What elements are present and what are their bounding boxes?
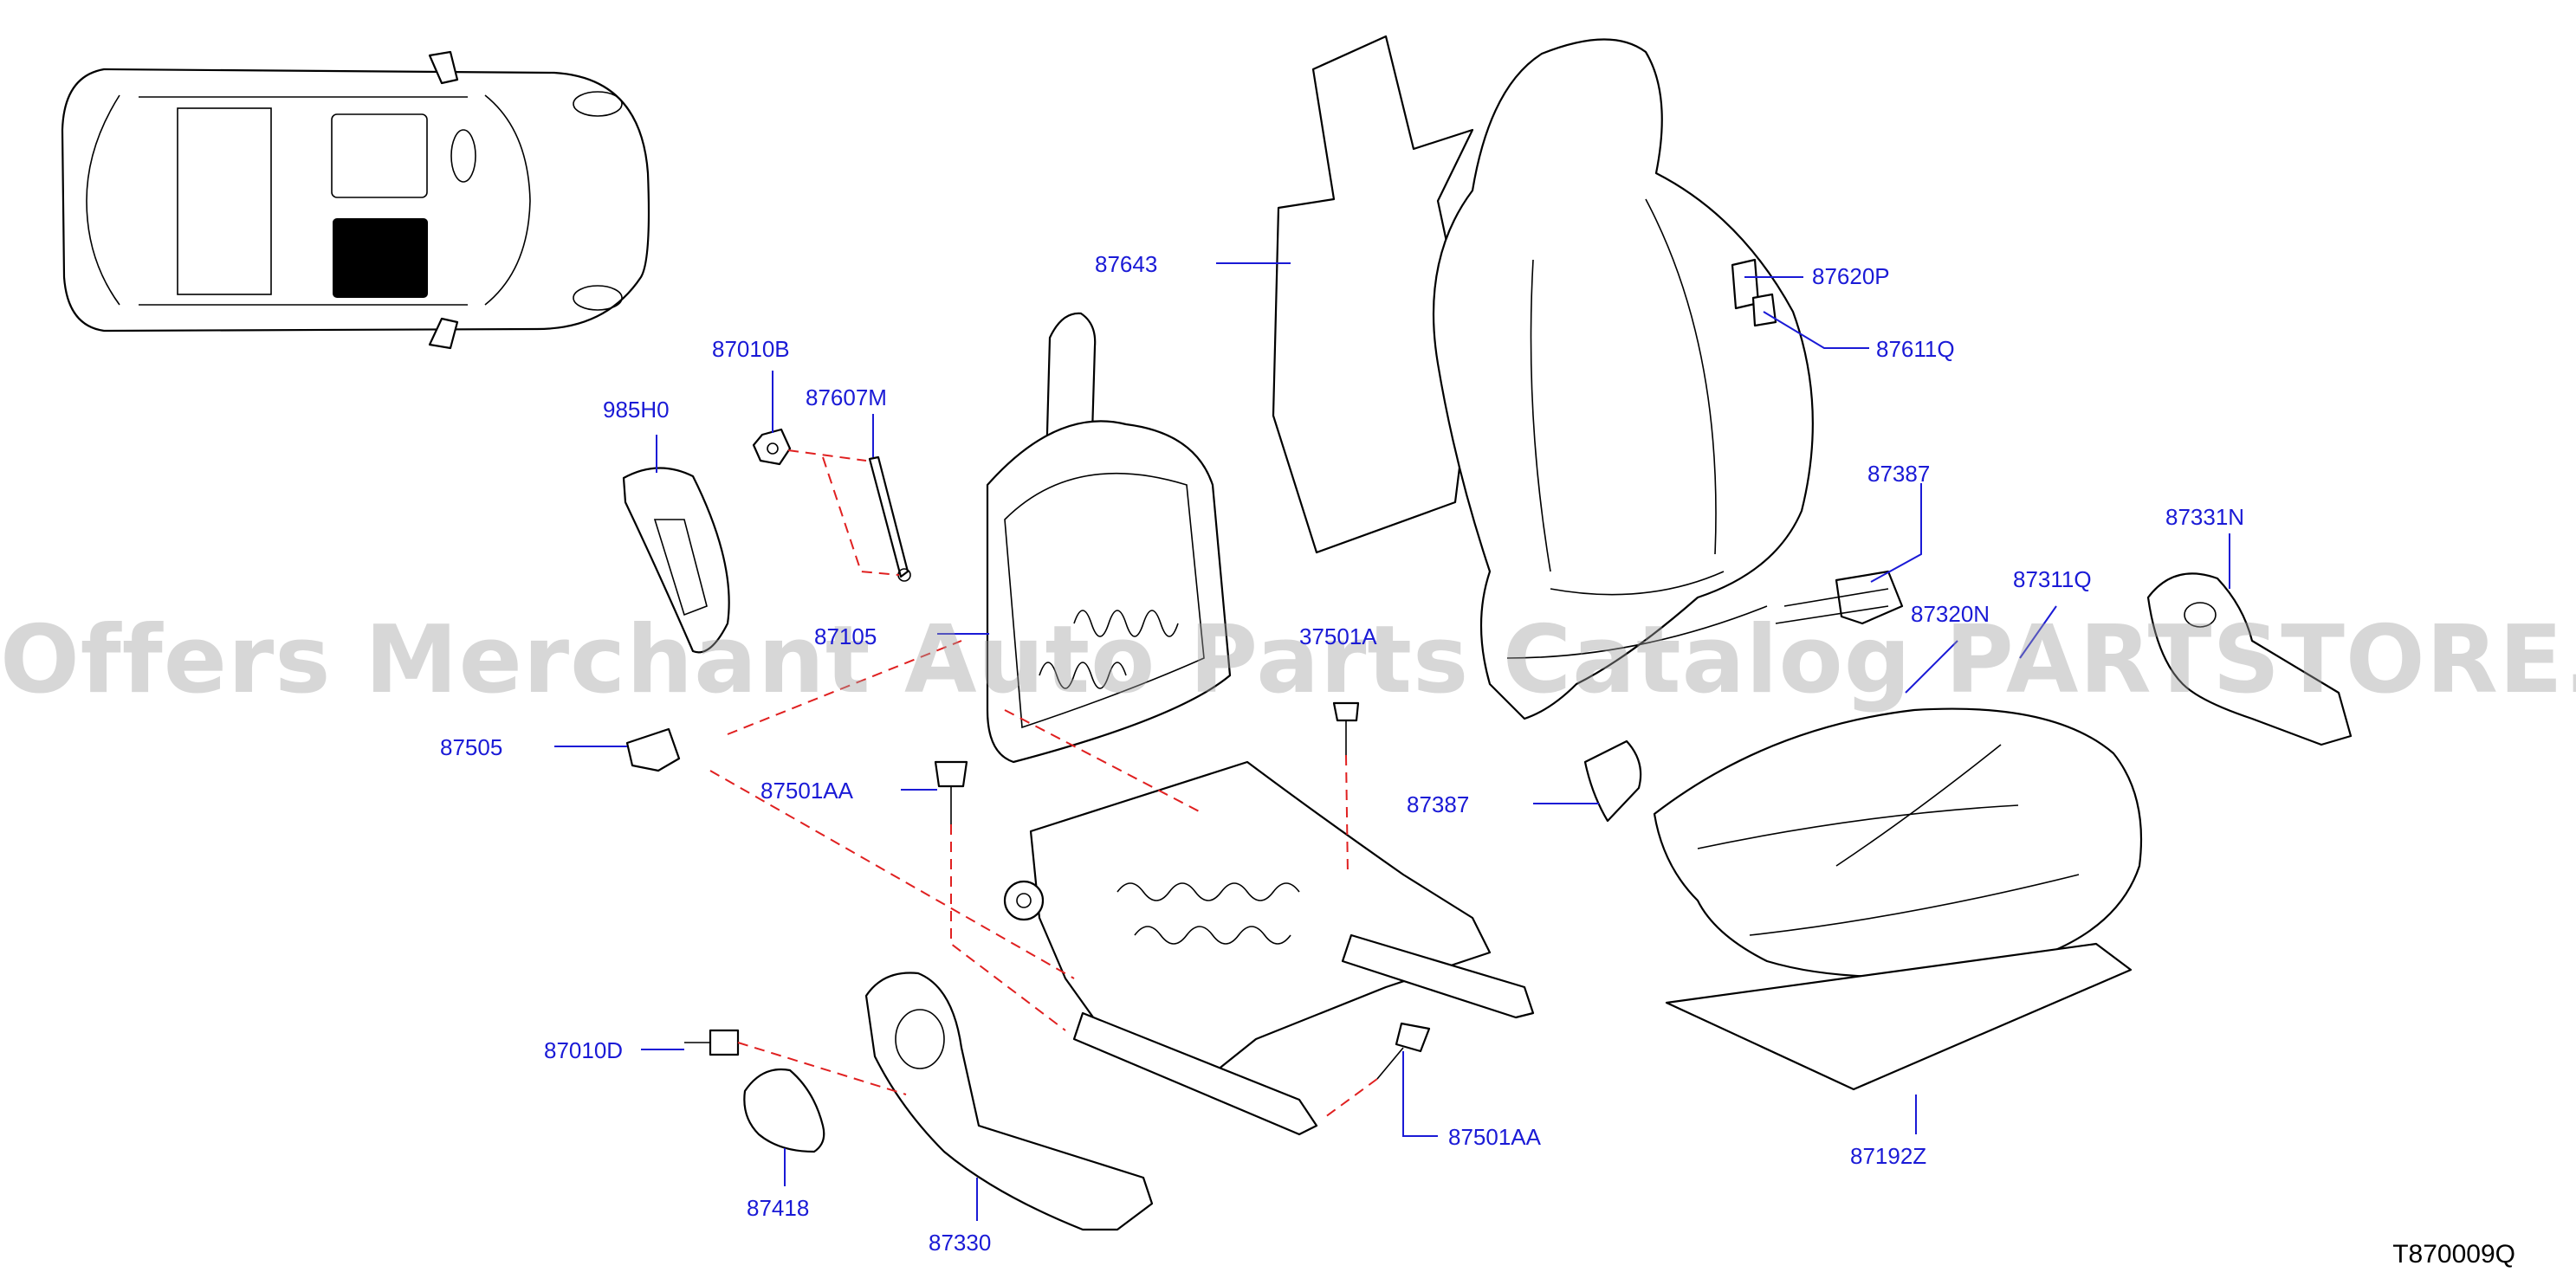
callout-87387-top[interactable]: 87387 [1867,461,1931,487]
callout-87611Q[interactable]: 87611Q [1876,336,1955,362]
callout-87643[interactable]: 87643 [1095,251,1158,277]
callout-87418[interactable]: 87418 [747,1195,810,1221]
part-87611Q-clip [1751,293,1777,327]
vehicle-rear-window [86,94,120,306]
vehicle-headlight-top [573,91,623,117]
seat-back-lower-edge [1506,605,1768,659]
cushion-frame-outline [1029,760,1492,1075]
frame-inner [1004,472,1205,729]
part-87387-strap-top [1835,570,1904,625]
callout-87331N[interactable]: 87331N [2165,504,2245,530]
part-87105-frame [986,312,1232,764]
guide-87505-frame [709,770,1075,979]
leader-87311Q [2019,605,2057,659]
part-985H0-module [622,467,730,654]
part-87418-knob [743,1069,825,1153]
callout-87330[interactable]: 87330 [929,1230,992,1256]
callout-37501A[interactable]: 37501A [1299,623,1377,649]
callout-87501AA-left[interactable]: 87501AA [761,778,853,804]
callout-87620P[interactable]: 87620P [1812,263,1890,289]
part-87330-recess [895,1009,945,1069]
vehicle-front-seat-right [331,113,428,198]
part-87320N-cushion [1653,707,2143,978]
part-87331N-bracket [2146,572,2353,746]
vehicle-mirror-top [428,50,459,85]
cushion-seam-2 [1835,744,2002,867]
vehicle-locator-diagram [61,50,650,350]
part-87010D-bolt [709,1029,740,1056]
guide-87105 [727,640,962,735]
guide-87010D [737,1042,907,1095]
cushion-frame-spring-1 [1116,882,1300,901]
callout-87320N[interactable]: 87320N [1911,601,1990,627]
part-87010B-nut-hole [767,442,779,455]
leader-87611Q [1763,311,1869,349]
seat-back-seam-right [1645,198,1717,555]
callout-87607M[interactable]: 87607M [806,384,887,410]
leader-87501AA-right [1402,1051,1438,1137]
callout-87501AA-right[interactable]: 87501AA [1448,1124,1541,1150]
guide-37501A [1345,754,1349,875]
frame-spring [1073,610,1179,637]
part-37501A-bolt [1332,701,1360,722]
vehicle-windshield [484,94,531,306]
vehicle-rear-seat [177,107,272,295]
callout-87311Q[interactable]: 87311Q [2013,566,2092,592]
vehicle-mirror-bottom [428,317,459,350]
part-87501AA-left-bolt [934,760,968,788]
frame-spring-2 [1039,662,1127,689]
callout-985H0[interactable]: 985H0 [603,397,670,423]
seat-back-seam-left [1530,259,1551,572]
part-87501AA-right-bolt [1395,1022,1431,1053]
seat-rail-left [1072,1011,1318,1136]
callout-87387-mid[interactable]: 87387 [1407,791,1470,817]
vehicle-headlight-bottom [573,285,623,311]
callout-87010B[interactable]: 87010B [712,336,790,362]
seat-rail-right [1341,933,1535,1019]
guide-87501AA-left [950,824,1066,1031]
callout-87105[interactable]: 87105 [814,623,877,649]
part-87010B-nut [752,428,792,466]
guide-87010B-87607M [787,449,900,576]
guide-87501AA-right [1324,1078,1378,1118]
seat-back-bolster [1550,571,1725,596]
part-985H0-window [653,519,708,617]
recliner-gear-hub [1016,893,1032,908]
part-87387-trim [1583,739,1642,823]
part-seat-back-cover [1432,38,1814,720]
part-87330-shield [864,972,1154,1231]
cushion-seam-1 [1697,804,2019,849]
part-87192Z-sheet [1665,942,2133,1091]
part-87331N-hole [2184,602,2217,628]
diagram-code: T870009Q [2392,1240,2515,1269]
vehicle-steering-wheel [450,129,476,183]
recliner-gear [1003,880,1045,921]
cushion-seam-3 [1749,874,2080,936]
vehicle-front-seat-left-highlight [333,218,428,298]
guide-frame-upper [1004,709,1205,815]
cushion-frame-spring-2 [1134,926,1291,945]
seat-cushion-frame [1003,760,1535,1136]
leader-87387-top [1870,483,1922,583]
frame-outline [986,420,1232,764]
part-87387-strap-top-band [1775,588,1889,624]
leader-87320N [1905,640,1958,694]
part-87501AA-right-shank [1376,1047,1404,1080]
callout-87192Z[interactable]: 87192Z [1850,1143,1927,1169]
callout-87010D[interactable]: 87010D [544,1037,624,1063]
part-87607M-link [868,455,909,578]
part-87505-clip [625,727,681,772]
callout-87505[interactable]: 87505 [440,734,503,760]
